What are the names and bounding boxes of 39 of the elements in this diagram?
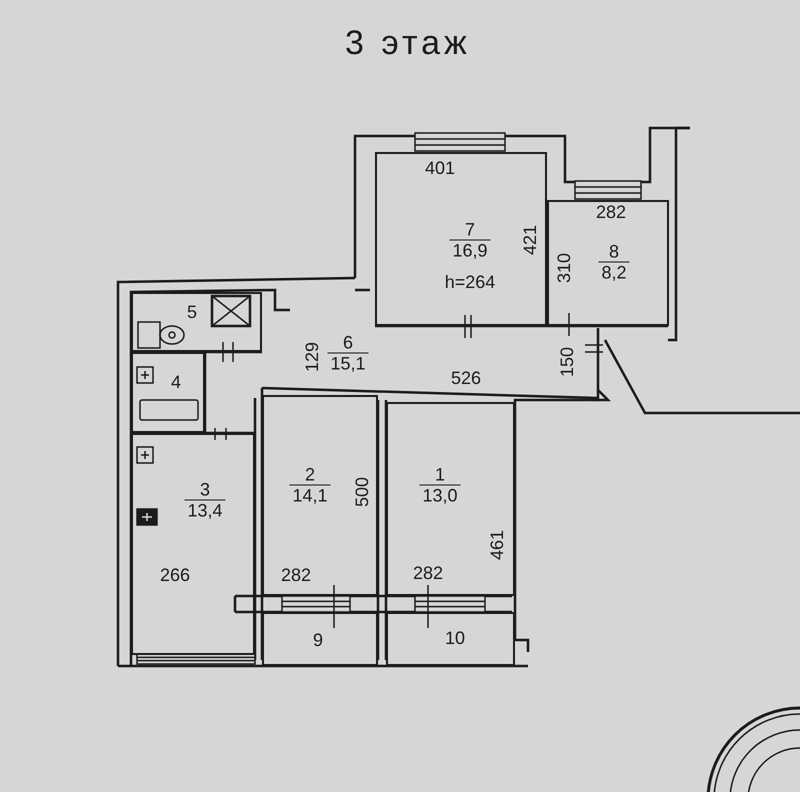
room-number: 10: [444, 628, 466, 648]
room-outline: [375, 152, 547, 326]
room-area: 13,4: [184, 500, 226, 520]
room-outline: [386, 402, 515, 596]
dimension-label: 526: [450, 368, 482, 388]
room-outline: [262, 612, 378, 666]
room-number: 9: [313, 630, 323, 650]
room-number: 8: [608, 242, 619, 262]
dimension-label: 421: [520, 224, 540, 256]
room-area: 8,2: [598, 262, 630, 282]
dimension-label: 282: [280, 565, 312, 585]
dimension-label: 461: [487, 530, 507, 560]
dimension-label: 282: [596, 202, 626, 222]
room-area: 16,9: [449, 240, 491, 260]
room-outline: [131, 292, 262, 352]
dimension-label: h=264: [444, 272, 496, 292]
room-outline: [262, 395, 378, 596]
room-number: 3: [200, 480, 210, 500]
room-area: 13,0: [419, 484, 461, 506]
room-area: 15,1: [327, 352, 369, 374]
room-number: 7: [465, 220, 475, 240]
room-number: 4: [171, 372, 181, 392]
dimension-label: 150: [557, 346, 577, 378]
dimension-label: 282: [412, 563, 444, 583]
room-outline: [547, 200, 669, 326]
dimension-label: 401: [424, 158, 456, 178]
room-number: 2: [305, 464, 315, 484]
floor-title: 3 этаж: [345, 24, 471, 63]
dimension-label: 129: [302, 342, 322, 372]
dimension-label: 266: [160, 565, 190, 585]
room-number: 1: [435, 464, 445, 484]
room-outline: [131, 352, 205, 433]
room-number: 6: [343, 332, 353, 352]
dimension-label: 310: [554, 252, 574, 284]
room-outline: [131, 433, 255, 655]
room-area: 14,1: [289, 484, 331, 506]
dimension-label: 500: [352, 476, 372, 508]
room-outline: [386, 612, 515, 666]
room-number: 5: [187, 302, 197, 322]
